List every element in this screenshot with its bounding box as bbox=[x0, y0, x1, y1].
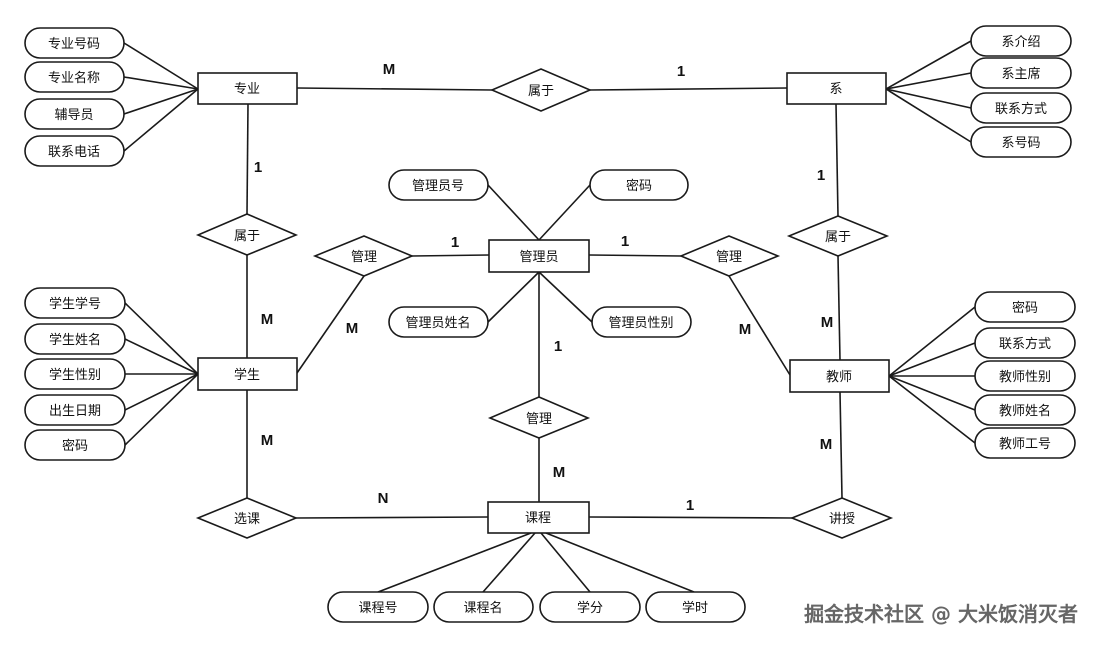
relationship-major-dept: 属于 bbox=[489, 68, 593, 112]
cardinality-label: 1 bbox=[621, 233, 629, 250]
relationship-admin-student: 管理 bbox=[312, 235, 415, 277]
cardinality-label: M bbox=[553, 464, 566, 481]
entity-dept: 系 bbox=[786, 72, 887, 105]
attribute-label: 教师工号 bbox=[999, 436, 1051, 452]
attribute-label: 课程名 bbox=[463, 600, 502, 616]
entity-teacher: 教师 bbox=[789, 359, 890, 393]
relationship-major-student: 属于 bbox=[195, 213, 299, 256]
connector-lines bbox=[123, 40, 976, 593]
relationship-admin-teacher: 管理 bbox=[678, 235, 781, 277]
relationship-label: 管理 bbox=[351, 250, 377, 265]
attribute-label: 学分 bbox=[577, 600, 603, 616]
relationship-label: 属于 bbox=[234, 229, 260, 244]
cardinality-label: 1 bbox=[817, 167, 825, 184]
entity-student: 学生 bbox=[197, 357, 298, 391]
watermark: 掘金技术社区 @ 大米饭消灭者 bbox=[804, 602, 1078, 626]
attribute-label: 学生学号 bbox=[49, 296, 101, 312]
attribute-label: 学生姓名 bbox=[49, 332, 101, 348]
relationship-label: 讲授 bbox=[829, 512, 855, 527]
entity-course: 课程 bbox=[487, 501, 590, 534]
entity-major: 专业 bbox=[197, 72, 298, 105]
attribute-label: 密码 bbox=[626, 178, 652, 194]
cardinality-label: M bbox=[820, 436, 833, 453]
relationship-label: 属于 bbox=[825, 230, 851, 245]
cardinality-label: M bbox=[739, 321, 752, 338]
entity-label: 管理员 bbox=[519, 250, 558, 265]
attribute-label: 辅导员 bbox=[54, 108, 93, 123]
entity-admin: 管理员 bbox=[488, 239, 590, 273]
entity-label: 课程 bbox=[525, 511, 551, 526]
attributes-course: 课程号 课程名 学分 学时 bbox=[327, 591, 746, 623]
cardinality-label: N bbox=[378, 490, 389, 507]
cardinality-labels: M 1 1 M 1 M 1 M 1 M 1 M M N 1 M bbox=[254, 61, 833, 514]
attribute-label: 系号码 bbox=[1001, 136, 1040, 151]
attribute-label: 专业名称 bbox=[48, 70, 100, 86]
attribute-label: 学生性别 bbox=[49, 367, 101, 383]
relationship-label: 属于 bbox=[528, 84, 554, 99]
cardinality-label: M bbox=[261, 432, 274, 449]
cardinality-label: M bbox=[383, 61, 396, 78]
entity-label: 专业 bbox=[234, 82, 260, 97]
relationship-select: 选课 bbox=[195, 497, 299, 539]
attribute-label: 管理员姓名 bbox=[405, 315, 470, 331]
relationship-dept-teacher: 属于 bbox=[786, 215, 890, 257]
cardinality-label: 1 bbox=[254, 159, 262, 176]
attribute-label: 联系方式 bbox=[995, 101, 1047, 117]
cardinality-label: 1 bbox=[451, 234, 459, 251]
attribute-label: 出生日期 bbox=[49, 404, 101, 419]
attribute-label: 系介绍 bbox=[1001, 35, 1040, 50]
cardinality-label: 1 bbox=[686, 497, 694, 514]
attribute-label: 联系方式 bbox=[999, 336, 1051, 352]
attribute-label: 教师姓名 bbox=[999, 403, 1051, 419]
cardinality-label: M bbox=[261, 311, 274, 328]
attribute-label: 管理员性别 bbox=[608, 316, 673, 331]
attributes-teacher: 密码 联系方式 教师性别 教师姓名 教师工号 bbox=[974, 291, 1076, 459]
attributes-major: 专业号码 专业名称 辅导员 联系电话 bbox=[24, 27, 125, 167]
attribute-label: 学时 bbox=[682, 600, 708, 616]
cardinality-label: 1 bbox=[554, 338, 562, 355]
cardinality-label: 1 bbox=[677, 63, 685, 80]
attribute-label: 专业号码 bbox=[48, 37, 100, 52]
attributes-dept: 系介绍 系主席 联系方式 系号码 bbox=[970, 25, 1072, 158]
entity-label: 学生 bbox=[234, 367, 260, 383]
relationship-label: 管理 bbox=[526, 412, 552, 427]
cardinality-label: M bbox=[346, 320, 359, 337]
relationship-label: 选课 bbox=[234, 512, 260, 527]
attribute-label: 教师性别 bbox=[999, 369, 1051, 385]
entity-label: 教师 bbox=[826, 369, 852, 385]
attribute-label: 密码 bbox=[1012, 300, 1038, 316]
attribute-label: 管理员号 bbox=[412, 179, 464, 194]
relationship-teach: 讲授 bbox=[789, 497, 894, 539]
attributes-student: 学生学号 学生姓名 学生性别 出生日期 密码 bbox=[24, 287, 126, 461]
attributes-admin: 管理员号 密码 管理员姓名 管理员性别 bbox=[388, 169, 692, 338]
attribute-label: 联系电话 bbox=[48, 145, 100, 160]
relationship-label: 管理 bbox=[716, 250, 742, 265]
relationship-admin-course: 管理 bbox=[487, 396, 591, 439]
attribute-label: 系主席 bbox=[1001, 66, 1040, 82]
entity-label: 系 bbox=[829, 82, 842, 97]
attribute-label: 密码 bbox=[62, 438, 88, 454]
attribute-label: 课程号 bbox=[358, 601, 397, 616]
cardinality-label: M bbox=[821, 314, 834, 331]
